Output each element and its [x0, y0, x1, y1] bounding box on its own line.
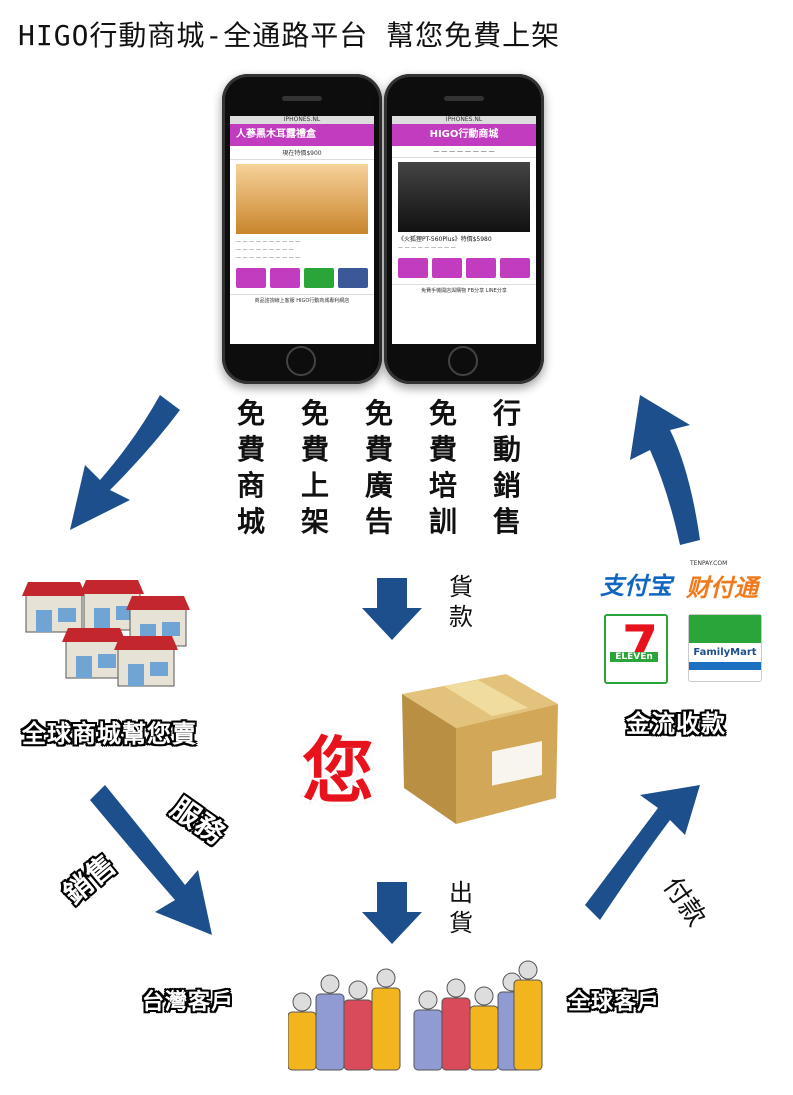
arrow-to-store [70, 395, 180, 530]
familymart-stripe [689, 615, 761, 643]
global-store-label: 全球商城幫您賣 [22, 720, 197, 748]
shop-icon [114, 636, 178, 687]
arrow-ship [362, 882, 422, 944]
alipay-logo: 支付宝 [600, 572, 672, 600]
shop-icons [22, 580, 190, 687]
screen-btn [398, 258, 428, 278]
goods-payment-char: 貨 [449, 573, 473, 601]
goods-payment-label: 貨 款 [446, 572, 476, 632]
person-icon [441, 978, 471, 1071]
tenpay-url: TENPAY.COM [690, 560, 728, 567]
service-free-ads: 免費廣告 [364, 397, 393, 538]
phone-right-screen: IPHONES.NL HIGO行動商城 — — — — — — — — 《火狐狸… [392, 116, 536, 344]
ship-label: 出 貨 [446, 878, 476, 938]
you-label: 您 [302, 729, 375, 813]
cash-flow-label: 金流收款 [626, 710, 726, 738]
seven-eleven-text: ELEVEn [610, 652, 658, 662]
ship-char: 出 [449, 879, 473, 907]
arrow-goods-payment [362, 578, 422, 640]
person-icon [371, 968, 401, 1071]
screen-header: 人蔘黑木耳露禮盒 [230, 124, 374, 146]
customer-people-icons [288, 960, 543, 1071]
screen-btn [236, 268, 266, 288]
screen-buttons [230, 262, 374, 294]
phone-left-screen: IPHONES.NL 人蔘黑木耳露禮盒 現在特價$900 — — — — — —… [230, 116, 374, 344]
service-columns: 免費商城 免費上架 免費廣告 免費培訓 行動銷售 [234, 396, 524, 540]
screen-price-line: 現在特價$900 [230, 146, 374, 160]
screen-btn [338, 268, 368, 288]
person-icon [413, 990, 443, 1071]
screen-buttons [392, 252, 536, 284]
tenpay-logo: 财付通 [686, 574, 758, 602]
person-icon [343, 980, 373, 1071]
screen-btn [500, 258, 530, 278]
familymart-text: FamilyMart [693, 647, 757, 658]
page-title: HIGO行動商城-全通路平台 幫您免費上架 [18, 19, 561, 52]
ship-char: 貨 [449, 909, 473, 937]
service-mobile-sales: 行動銷售 [492, 397, 521, 538]
product-text: — — — — — — — — — [398, 245, 456, 251]
service-free-listing: 免費上架 [300, 397, 329, 538]
shop-icon [62, 628, 126, 679]
taiwan-customers-label: 台灣客戶 [142, 990, 235, 1015]
arrow-to-phones [630, 395, 700, 545]
payment-logos: 支付宝 TENPAY.COM 财付通 7 ELEVEn FamilyMart [596, 560, 776, 684]
screen-url: IPHONES.NL [392, 116, 536, 124]
seven-eleven-logo: 7 ELEVEn [604, 614, 668, 684]
screen-btn [466, 258, 496, 278]
screen-footer: 商品諮詢線上客服 HIGO行動商城專利網店 [230, 294, 374, 304]
service-free-training: 免費培訓 [428, 397, 457, 538]
screen-url: IPHONES.NL [230, 116, 374, 124]
home-button [448, 346, 478, 376]
arrow-pay [585, 785, 700, 920]
screen-btn [270, 268, 300, 288]
phone-left: IPHONES.NL 人蔘黑木耳露禮盒 現在特價$900 — — — — — —… [222, 74, 382, 384]
arrow-sales [90, 785, 212, 935]
screen-nav: — — — — — — — — [392, 146, 536, 158]
screen-btn [432, 258, 462, 278]
screen-btn [304, 268, 334, 288]
person-icon [288, 992, 317, 1071]
product-image [236, 164, 368, 234]
familymart-stripe [689, 662, 761, 670]
shops-cluster [20, 578, 190, 688]
global-customers-label: 全球客戶 [568, 990, 661, 1015]
home-button [286, 346, 316, 376]
screen-header: HIGO行動商城 [392, 124, 536, 146]
phone-speaker [444, 96, 484, 101]
goods-payment-char: 款 [449, 603, 473, 631]
phone-right: IPHONES.NL HIGO行動商城 — — — — — — — — 《火狐狸… [384, 74, 544, 384]
product-line: 《火狐狸PT-560Plus》特價$5980 [398, 236, 492, 243]
person-icon [513, 960, 543, 1071]
person-icon [315, 974, 345, 1071]
person-icon [469, 986, 499, 1071]
familymart-logo: FamilyMart [688, 614, 762, 682]
phone-speaker [282, 96, 322, 101]
product-image [398, 162, 530, 232]
shop-icon [22, 582, 86, 633]
product-text: — — — — — — — — — —— — — — — — — — —— — … [236, 239, 301, 261]
package-box-icon [402, 674, 558, 824]
service-free-store: 免費商城 [236, 397, 265, 538]
screen-footer: 免費手機開店與購物 FB分享 LINE分享 [392, 284, 536, 294]
